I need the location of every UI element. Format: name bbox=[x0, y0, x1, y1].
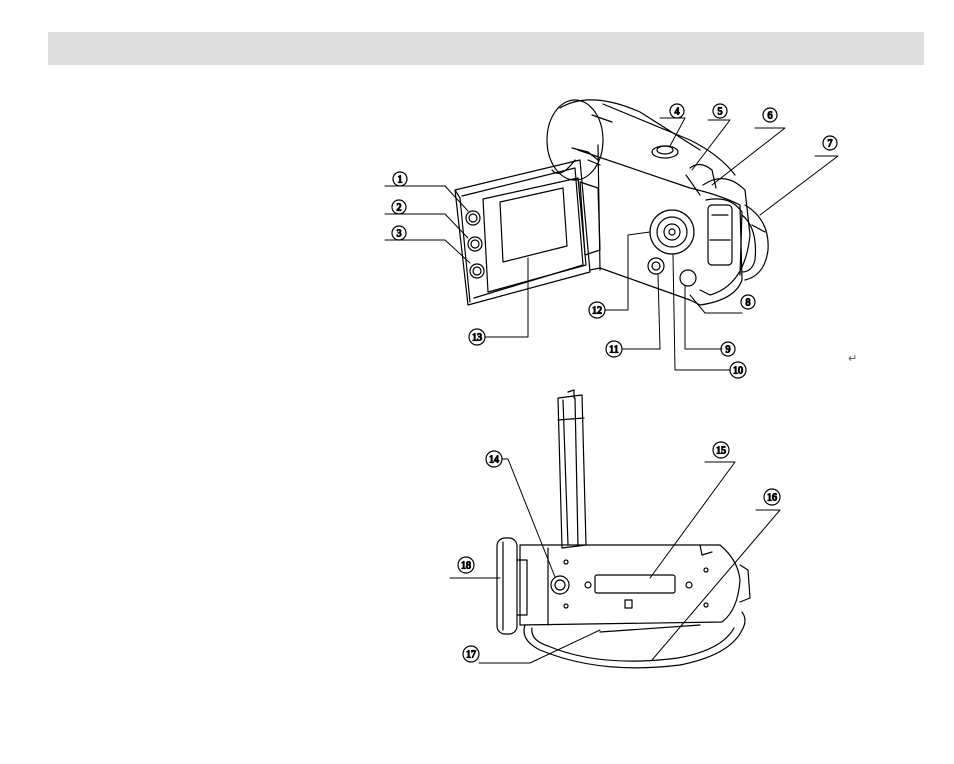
callout-number: 3 bbox=[397, 229, 402, 240]
callout-6: 6 bbox=[763, 108, 777, 122]
callout-17: 17 bbox=[463, 646, 479, 662]
callout-number: 15 bbox=[716, 446, 726, 457]
callout-number: 14 bbox=[489, 455, 499, 466]
callout-3: 3 bbox=[392, 226, 406, 240]
callout-number: 10 bbox=[733, 366, 743, 377]
callout-number: 9 bbox=[726, 345, 731, 356]
callout-18: 18 bbox=[458, 557, 474, 573]
callout-number: 4 bbox=[675, 107, 680, 118]
callout-number: 17 bbox=[466, 650, 476, 661]
callout-14: 14 bbox=[486, 451, 502, 467]
callout-number: 16 bbox=[767, 493, 777, 504]
callout-15: 15 bbox=[713, 442, 729, 458]
callout-5: 5 bbox=[713, 104, 727, 118]
callout-10: 10 bbox=[730, 362, 746, 378]
callout-number: 7 bbox=[828, 139, 833, 150]
callout-number: 1 bbox=[398, 175, 403, 186]
callout-16: 16 bbox=[764, 489, 780, 505]
callout-11: 11 bbox=[606, 341, 622, 357]
callout-8: 8 bbox=[741, 295, 755, 309]
callout-number: 11 bbox=[609, 345, 619, 356]
callout-number: 2 bbox=[397, 203, 402, 214]
paragraph-mark: ↵ bbox=[848, 352, 857, 365]
callout-number: 12 bbox=[592, 306, 602, 317]
camcorder-bottom-view-illustration bbox=[497, 390, 750, 668]
callout-9: 9 bbox=[721, 342, 735, 356]
callout-number: 6 bbox=[768, 111, 773, 122]
callout-13: 13 bbox=[469, 329, 485, 345]
callout-number: 13 bbox=[472, 333, 482, 344]
callout-4: 4 bbox=[670, 104, 684, 118]
camcorder-side-view-illustration bbox=[455, 100, 768, 305]
callout-1: 1 bbox=[393, 172, 407, 186]
callout-number: 18 bbox=[461, 561, 471, 572]
callout-12: 12 bbox=[589, 302, 605, 318]
callout-7: 7 bbox=[823, 136, 837, 150]
callout-2: 2 bbox=[392, 200, 406, 214]
callout-number: 5 bbox=[718, 107, 723, 118]
callout-number: 8 bbox=[746, 298, 751, 309]
